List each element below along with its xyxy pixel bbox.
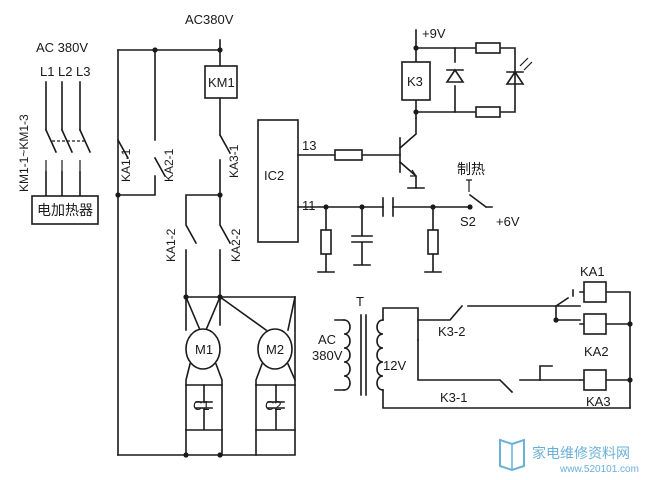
label-m1: M1 (195, 342, 213, 357)
electric-heater-box (31, 195, 99, 225)
label-m2: M2 (266, 342, 284, 357)
label-k3-2: K3-2 (438, 324, 465, 339)
protection-diode (445, 68, 465, 83)
label-pin-11: 11 (302, 198, 316, 213)
motor-m1 (185, 328, 221, 370)
label-ka1-2: KA1-2 (164, 228, 178, 262)
label-ka1: KA1 (580, 264, 605, 279)
label-c1: C1 (193, 398, 210, 413)
km1-coil (204, 65, 238, 99)
label-l1: L1 (40, 64, 54, 79)
ka3-coil (583, 369, 607, 391)
label-k3: K3 (407, 74, 423, 89)
ka2-coil (583, 313, 607, 335)
transistor-emitter-arrow (410, 169, 418, 177)
label-ka3-1: KA3-1 (227, 144, 241, 178)
label-s2: S2 (460, 214, 476, 229)
driver-wiring (297, 29, 516, 189)
control-wiring (116, 39, 296, 456)
label-ka2-1: KA2-1 (162, 148, 176, 182)
motor-capacitor-wiring (185, 362, 297, 456)
m1-supply-lines (184, 295, 222, 332)
km1-three-phase-contacts (44, 81, 92, 197)
label-electric-heater: 电加热器 (37, 203, 93, 219)
motor-m2 (257, 328, 293, 370)
watermark-text: 家电维修资料网 (532, 445, 630, 462)
label-ac380v-top: AC380V (185, 12, 234, 27)
watermark-url: www.520101.com (559, 464, 639, 475)
s2-push-actuator (466, 179, 472, 192)
label-ka1-1: KA1-1 (119, 148, 133, 182)
label-ka2-2: KA2-2 (229, 228, 243, 262)
label-12v: 12V (383, 358, 406, 373)
label-heat: 制热 (457, 162, 485, 178)
transformer (334, 307, 631, 409)
label-plus-9v: +9V (422, 26, 446, 41)
ic2-chip (257, 119, 299, 243)
k3-relay-coil (401, 61, 431, 101)
label-380v-transformer: 380V (312, 348, 343, 363)
label-c2: C2 (265, 398, 282, 413)
label-ic2: IC2 (264, 168, 284, 183)
m2-supply-lines (218, 295, 296, 332)
label-plus-6v: +6V (496, 214, 520, 229)
label-k3-1: K3-1 (440, 390, 467, 405)
label-ka2: KA2 (584, 344, 609, 359)
label-pin-13: 13 (302, 138, 316, 153)
relay-wiring (417, 289, 631, 409)
label-transformer-t: T (356, 294, 364, 309)
label-ac-380v-left: AC 380V (36, 40, 88, 55)
watermark: 家电维修资料网 www.520101.com (499, 438, 639, 475)
label-l2: L2 (58, 64, 72, 79)
label-ac-transformer: AC (318, 332, 336, 347)
led-indicator (505, 57, 533, 85)
label-km1-contacts: KM1-1~KM1-3 (17, 114, 31, 192)
label-ka3: KA3 (586, 394, 611, 409)
ka1-coil (583, 281, 607, 303)
label-km1: KM1 (208, 75, 235, 90)
label-l3: L3 (76, 64, 90, 79)
